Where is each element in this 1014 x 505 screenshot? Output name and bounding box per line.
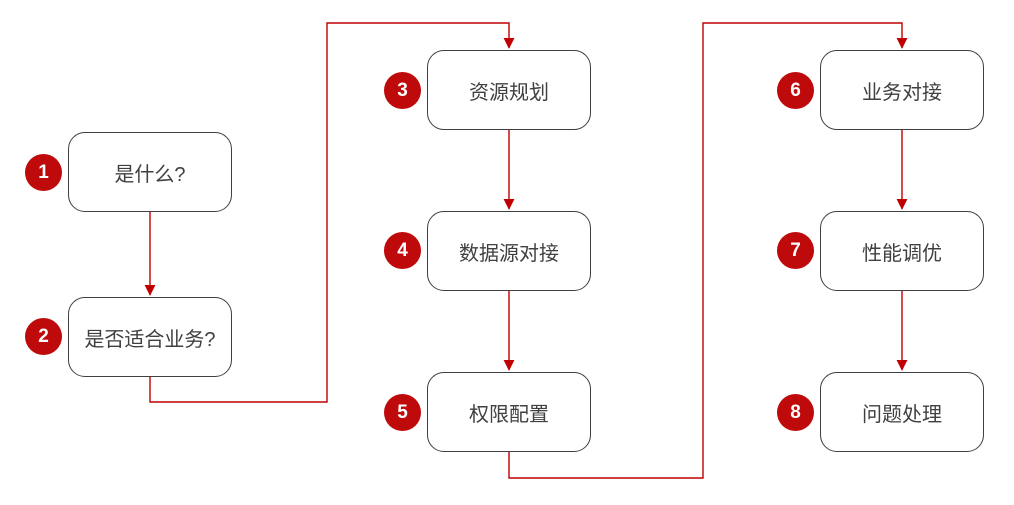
step-3-number-badge: 3: [384, 72, 421, 109]
step-4-number-badge: 4: [384, 232, 421, 269]
step-1-number-badge: 1: [25, 154, 62, 191]
step-2-box: 是否适合业务?: [68, 297, 232, 377]
step-7-box: 性能调优: [820, 211, 984, 291]
step-5-box: 权限配置: [427, 372, 591, 452]
step-8-box: 问题处理: [820, 372, 984, 452]
step-1-box: 是什么?: [68, 132, 232, 212]
step-5-number-badge: 5: [384, 394, 421, 431]
step-2-number-badge: 2: [25, 318, 62, 355]
step-7-number-badge: 7: [777, 232, 814, 269]
step-8-number-badge: 8: [777, 394, 814, 431]
step-6-number-badge: 6: [777, 72, 814, 109]
step-6-box: 业务对接: [820, 50, 984, 130]
step-3-box: 资源规划: [427, 50, 591, 130]
step-4-box: 数据源对接: [427, 211, 591, 291]
